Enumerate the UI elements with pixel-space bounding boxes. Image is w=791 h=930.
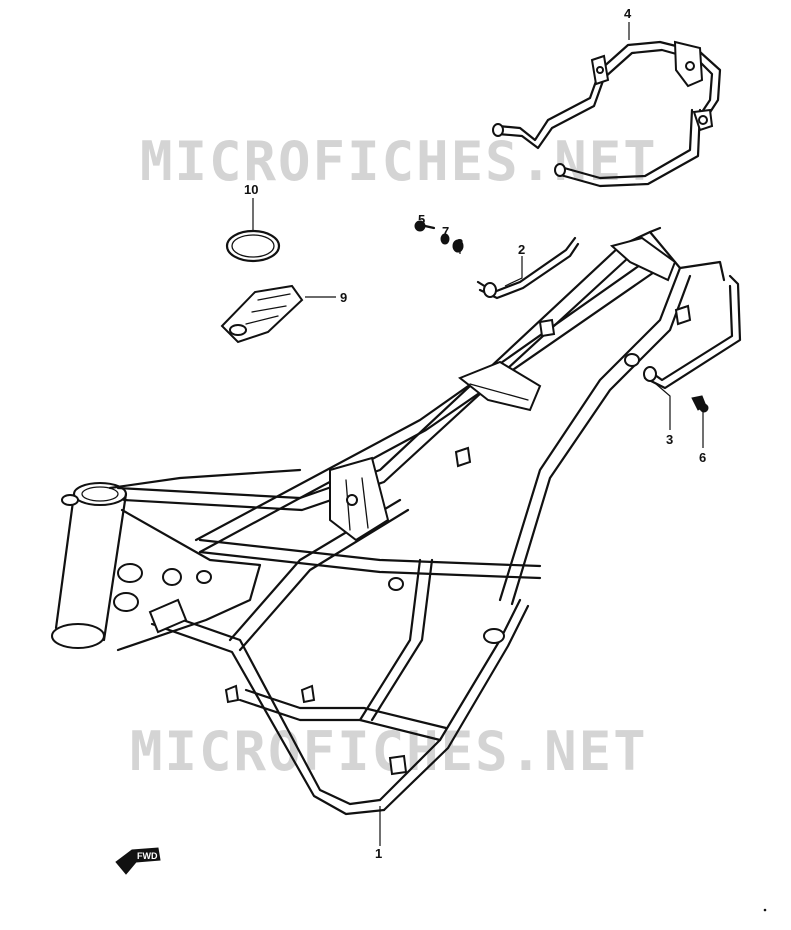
- callout-labels: 4 10 9 5 7 8 2 3 6 1: [244, 6, 706, 861]
- watermark-bottom: MICROFICHES.NET: [130, 720, 648, 783]
- callout-1: 1: [375, 846, 382, 861]
- part-6-bolt: [691, 395, 709, 413]
- callout-3: 3: [666, 432, 673, 447]
- callout-6: 6: [699, 450, 706, 465]
- part-4-bracket: [492, 40, 722, 188]
- part-9-cover: [220, 284, 304, 344]
- forward-label: FWD: [137, 851, 158, 861]
- part-1-frame: [51, 226, 726, 816]
- callout-5: 5: [418, 212, 425, 227]
- part-2-rod: [476, 236, 580, 300]
- part-8-nut: [452, 239, 464, 253]
- part-10-oring: [225, 229, 281, 263]
- stray-dot: [763, 908, 767, 912]
- callout-7: 7: [442, 224, 449, 239]
- callout-8: 8: [456, 236, 463, 251]
- forward-arrow-icon: FWD: [115, 847, 161, 875]
- leader-lines: [252, 22, 704, 846]
- part-7-washer: [440, 233, 450, 245]
- callout-9: 9: [340, 290, 347, 305]
- callout-4: 4: [624, 6, 632, 21]
- part-3-rear-bracket: [643, 274, 742, 390]
- callout-2: 2: [518, 242, 525, 257]
- callout-10: 10: [244, 182, 258, 197]
- watermark-top: MICROFICHES.NET: [140, 130, 658, 193]
